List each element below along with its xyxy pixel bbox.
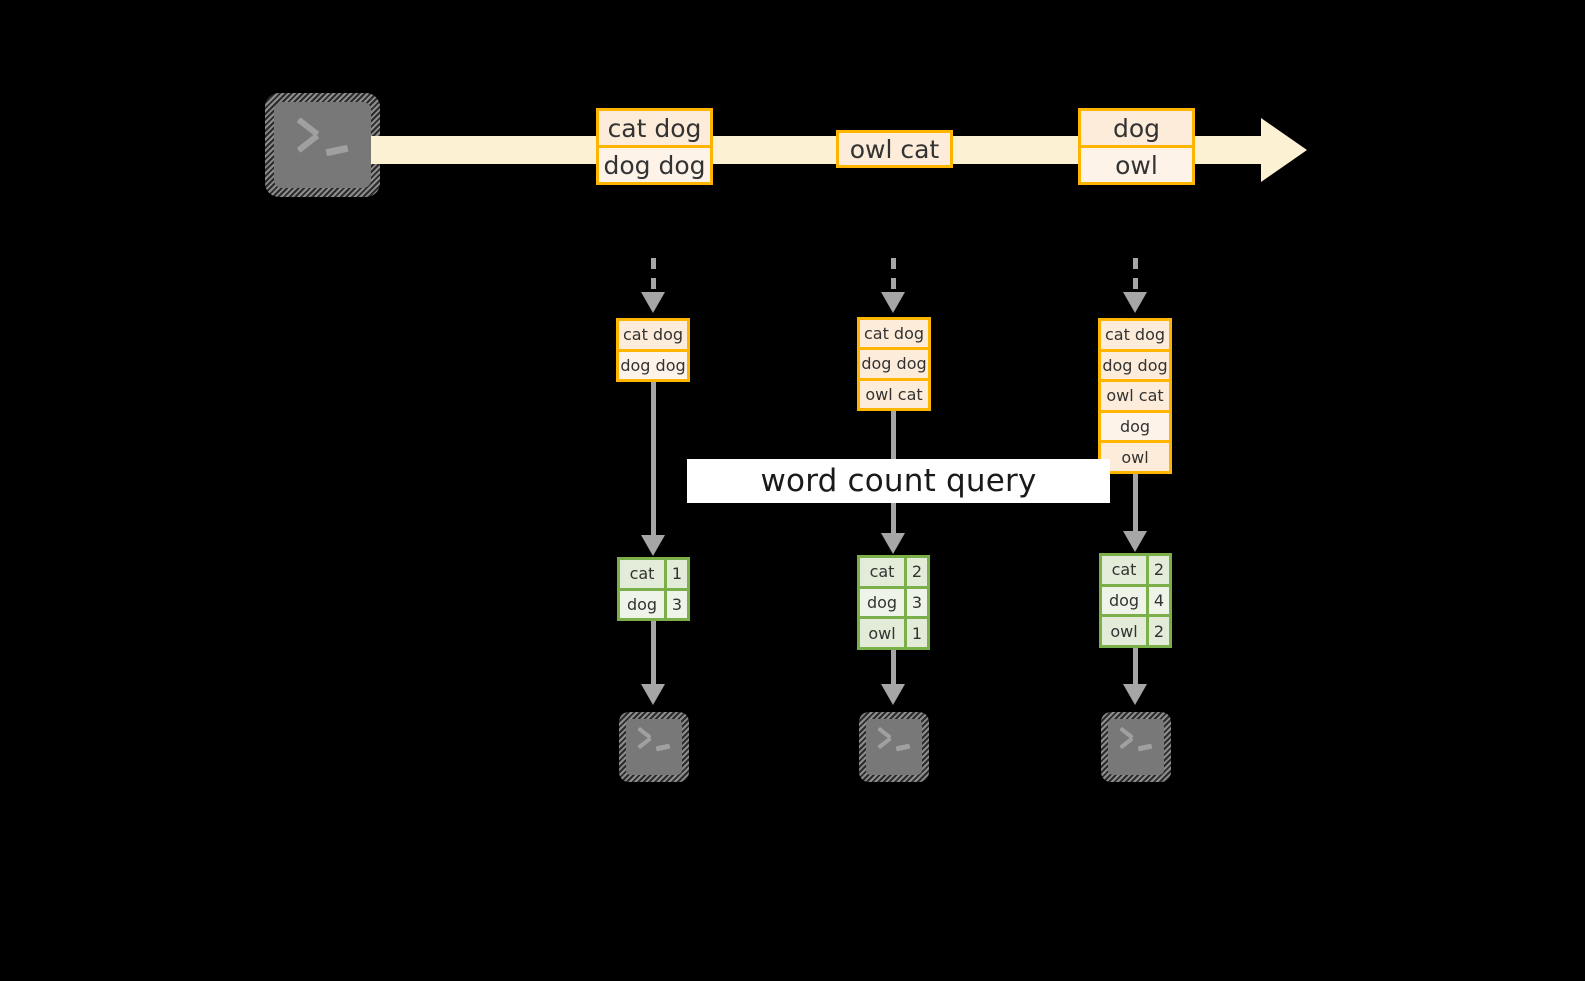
snapshot-2-result-table[interactable]: cat 2 dog 3 owl 1 (857, 555, 930, 650)
input-line: dog dog (1101, 348, 1169, 380)
input-line: owl cat (860, 377, 928, 408)
input-line: cat dog (860, 320, 928, 348)
word-cell: dog (626, 594, 658, 614)
snapshot-3-trigger-arrowhead-icon (1123, 292, 1147, 313)
record-line: dog dog (599, 145, 710, 182)
word-cell: cat (869, 562, 895, 582)
input-line: cat dog (619, 321, 687, 349)
stream-record-1[interactable]: cat dog dog dog (596, 108, 713, 185)
snapshot-1-query-line (651, 382, 656, 537)
record-line: dog (1081, 111, 1192, 145)
count-cell: 1 (904, 619, 927, 648)
count-cell: 4 (1146, 586, 1169, 615)
input-line: owl cat (1101, 379, 1169, 410)
snapshot-1-sink-line (651, 621, 656, 686)
prompt-cursor (1137, 743, 1153, 752)
snapshot-2-sink-terminal-icon[interactable] (859, 712, 929, 782)
table-row: cat 2 (860, 558, 927, 586)
stream-arrowhead-icon (1261, 118, 1307, 182)
snapshot-1-trigger-arrowhead-icon (641, 292, 665, 313)
input-line: dog dog (619, 348, 687, 379)
snapshot-2-trigger-arrowhead-icon (881, 292, 905, 313)
prompt-chevron-lower (637, 736, 652, 750)
snapshot-3-sink-line (1133, 648, 1138, 686)
snapshot-1-query-arrowhead-icon (641, 535, 665, 556)
terminal-screen (866, 719, 922, 775)
snapshot-3-query-line (1133, 474, 1138, 533)
snapshot-2-input-box[interactable]: cat dog dog dog owl cat (857, 317, 931, 411)
table-row: dog 4 (1102, 583, 1169, 615)
prompt-cursor (655, 743, 671, 752)
snapshot-1-result-table[interactable]: cat 1 dog 3 (617, 557, 690, 621)
stream-record-2[interactable]: owl cat (836, 130, 953, 168)
word-cell: cat (1111, 560, 1137, 580)
word-cell: owl (868, 623, 896, 643)
input-line: cat dog (1101, 321, 1169, 349)
count-cell: 2 (1146, 617, 1169, 646)
snapshot-2-sink-line (891, 650, 896, 686)
prompt-chevron-lower (1119, 736, 1134, 750)
word-cell: dog (866, 593, 898, 612)
source-terminal-icon[interactable] (265, 93, 380, 197)
table-row: cat 1 (620, 560, 687, 588)
snapshot-1-sink-terminal-icon[interactable] (619, 712, 689, 782)
table-row: owl 2 (1102, 614, 1169, 646)
stream-record-3[interactable]: dog owl (1078, 108, 1195, 185)
prompt-cursor (895, 743, 911, 752)
snapshot-3-input-box[interactable]: cat dog dog dog owl cat dog owl (1098, 318, 1172, 474)
record-line: cat dog (599, 111, 710, 145)
snapshot-1-trigger-line (651, 258, 656, 294)
table-row: dog 3 (620, 587, 687, 618)
snapshot-3-query-arrowhead-icon (1123, 531, 1147, 552)
snapshot-2-sink-arrowhead-icon (881, 684, 905, 705)
snapshot-3-sink-terminal-icon[interactable] (1101, 712, 1171, 782)
snapshot-2-trigger-line (891, 258, 896, 294)
terminal-screen (1108, 719, 1164, 775)
count-cell: 3 (664, 590, 687, 618)
terminal-screen (274, 102, 371, 188)
snapshot-3-trigger-line (1133, 258, 1138, 294)
word-cell: dog (1108, 591, 1140, 610)
count-cell: 2 (1146, 556, 1169, 584)
record-line: owl (1081, 145, 1192, 182)
query-label: word count query (687, 459, 1110, 503)
input-line: dog dog (860, 347, 928, 378)
table-row: cat 2 (1102, 556, 1169, 584)
word-cell: owl (1110, 621, 1138, 641)
count-cell: 2 (904, 558, 927, 586)
snapshot-3-result-table[interactable]: cat 2 dog 4 owl 2 (1099, 553, 1172, 648)
prompt-cursor (325, 144, 349, 157)
prompt-chevron-lower (877, 736, 892, 750)
input-line: owl (1101, 440, 1169, 471)
count-cell: 3 (904, 588, 927, 617)
snapshot-1-sink-arrowhead-icon (641, 684, 665, 705)
input-line: dog (1101, 409, 1169, 441)
terminal-screen (626, 719, 682, 775)
prompt-chevron-lower (296, 133, 320, 153)
table-row: owl 1 (860, 616, 927, 648)
snapshot-1-input-box[interactable]: cat dog dog dog (616, 318, 690, 382)
record-line: owl cat (839, 133, 950, 165)
word-cell: cat (629, 564, 655, 584)
table-row: dog 3 (860, 585, 927, 617)
count-cell: 1 (664, 560, 687, 588)
snapshot-2-query-arrowhead-icon (881, 533, 905, 554)
snapshot-3-sink-arrowhead-icon (1123, 684, 1147, 705)
